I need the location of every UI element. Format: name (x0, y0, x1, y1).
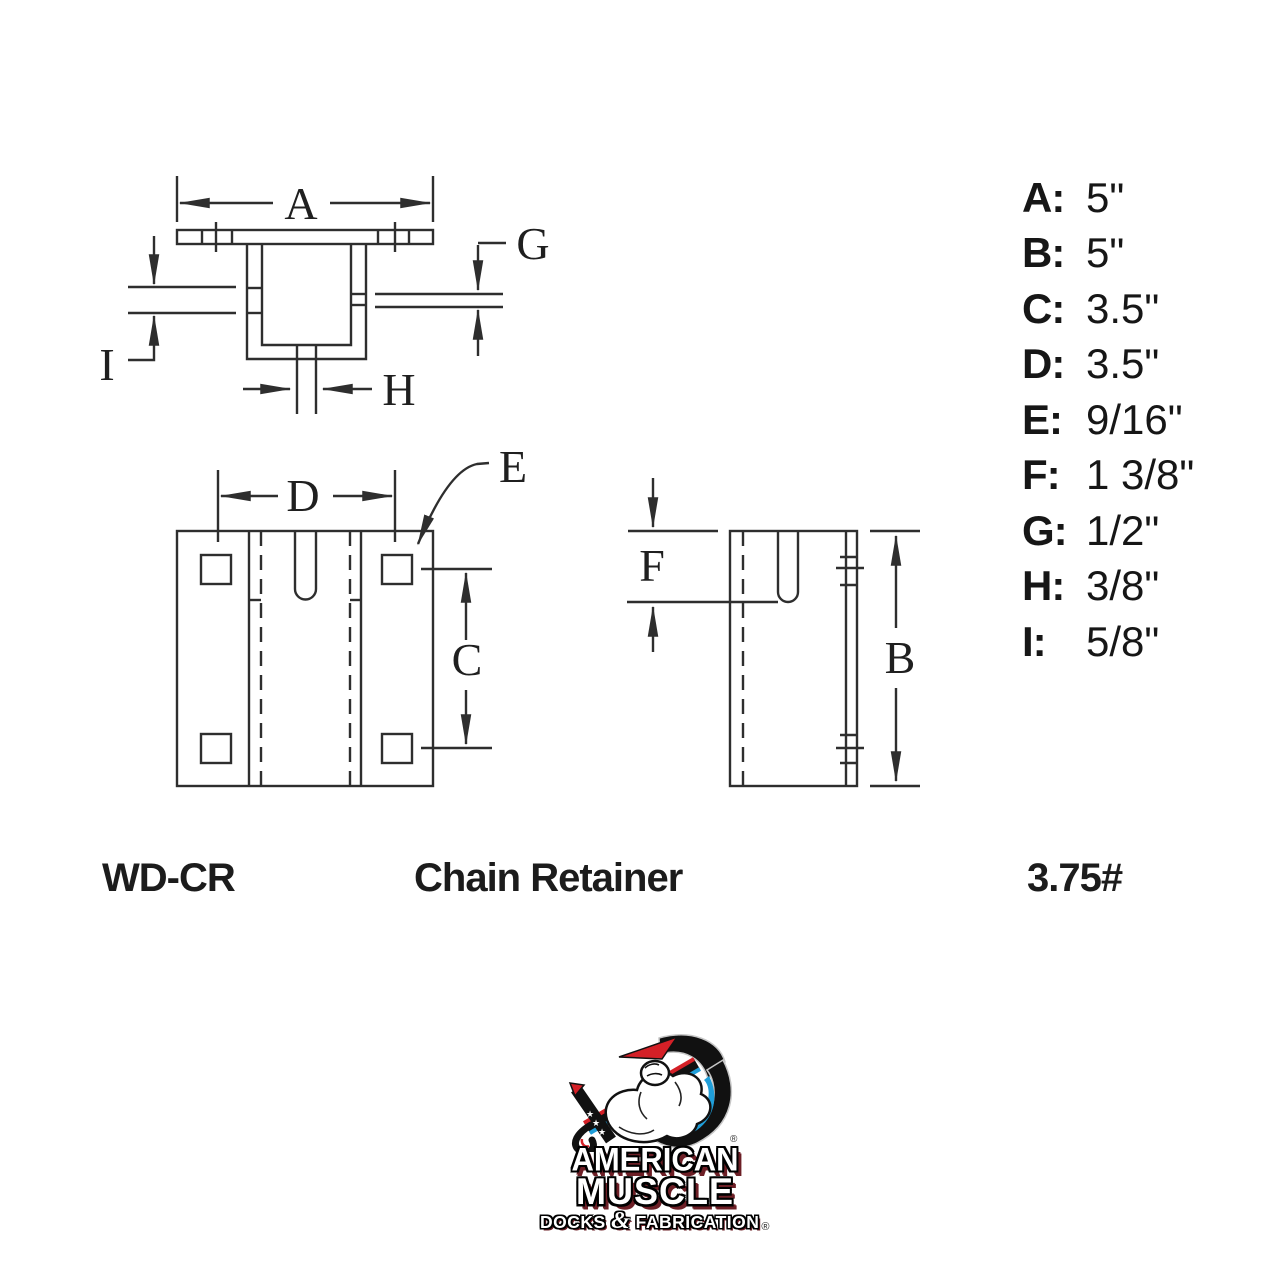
brand-tagline: DOCKS & FABRICATION® (528, 1208, 782, 1235)
dimension-row: G: 1/2" (1022, 503, 1194, 559)
dimension-label: D: (1022, 340, 1065, 388)
dimension-label: C: (1022, 284, 1065, 332)
dim-letter-c: C (452, 634, 483, 685)
svg-text:★: ★ (592, 1118, 600, 1128)
part-number: WD-CR (102, 856, 236, 900)
dimension-label: H: (1022, 562, 1065, 610)
top-view (128, 176, 506, 414)
dimension-table: A: 5" B: 5" C: 3.5" D: 3.5" E: 9/16" F: 1 3/8"… (1022, 170, 1194, 670)
dim-letter-f: F (639, 540, 665, 591)
dimension-label: E: (1022, 395, 1063, 443)
dimension-value: 3.5" (1086, 340, 1160, 388)
front-view (175, 461, 492, 788)
dimension-value: 5" (1086, 229, 1125, 277)
dimension-label: F: (1022, 451, 1061, 499)
dimension-label: G: (1022, 506, 1068, 554)
svg-text:★: ★ (586, 1109, 594, 1119)
side-view (627, 478, 920, 788)
dimension-value: 5" (1086, 173, 1125, 221)
dimension-label: A: (1022, 173, 1065, 221)
dimension-row: D: 3.5" (1022, 337, 1194, 393)
part-weight: 3.75# (1027, 856, 1123, 900)
dim-letter-h: H (382, 364, 415, 415)
dimension-value: 3.5" (1086, 284, 1160, 332)
dim-letter-b: B (885, 632, 916, 683)
dim-letter-a: A (284, 178, 317, 229)
brand-name-line1: AMERICAN (571, 1141, 739, 1178)
dimension-value: 1 3/8" (1086, 451, 1195, 499)
dimension-row: A: 5" (1022, 170, 1194, 226)
dimension-row: E: 9/16" (1022, 392, 1194, 448)
dim-letter-d: D (286, 470, 319, 521)
dim-letter-i: I (99, 339, 114, 390)
tagline-docks: DOCKS (539, 1212, 606, 1233)
dimension-value: 3/8" (1086, 562, 1160, 610)
tagline-ampersand: & (611, 1208, 631, 1235)
dimension-row: H: 3/8" (1022, 559, 1194, 615)
dimension-row: F: 1 3/8" (1022, 448, 1194, 504)
dimension-row: B: 5" (1022, 226, 1194, 282)
part-name: Chain Retainer (414, 856, 683, 900)
dimension-letters: A G I H D E C F B (99, 178, 915, 685)
registered-mark: ® (730, 1134, 738, 1145)
dimension-value: 9/16" (1086, 395, 1183, 443)
brand-logo: ★ ★ ★ ® AMERICAN MUSCLE DOCKS & FABRICAT… (528, 1032, 782, 1233)
brand-name-line2: MUSCLE (576, 1170, 734, 1213)
dim-letter-e: E (499, 441, 527, 492)
dimension-row: C: 3.5" (1022, 281, 1194, 337)
tagline-fabrication: FABRICATION (635, 1212, 760, 1233)
registered-mark: ® (761, 1220, 770, 1233)
dimension-value: 1/2" (1086, 506, 1160, 554)
dimension-value: 5/8" (1086, 617, 1160, 665)
svg-text:★: ★ (598, 1127, 606, 1137)
dimension-label: I: (1022, 617, 1047, 665)
dimension-row: I: 5/8" (1022, 614, 1194, 670)
dim-letter-g: G (516, 218, 549, 269)
brand-logo-text: AMERICAN MUSCLE DOCKS & FABRICATION® (528, 1141, 782, 1235)
dimension-label: B: (1022, 229, 1065, 277)
anchor-muscle-arm-icon: ★ ★ ★ ® (568, 1034, 738, 1152)
